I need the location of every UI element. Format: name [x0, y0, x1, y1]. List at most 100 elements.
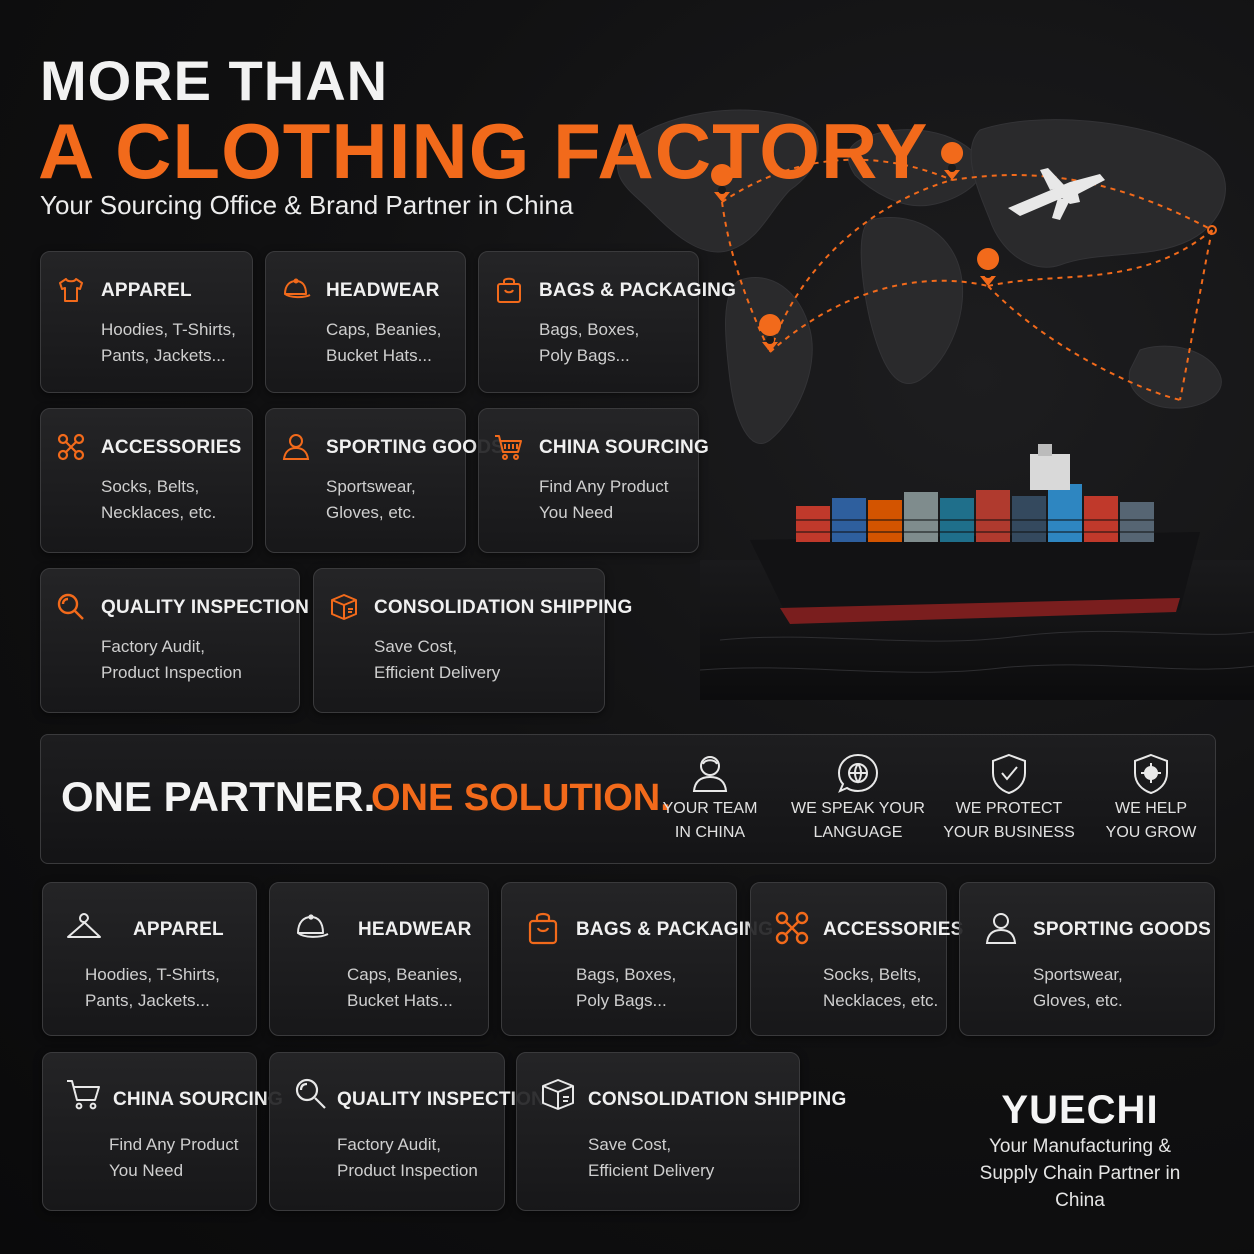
card-line: Poly Bags...	[576, 991, 667, 1010]
magnifier-icon	[292, 1075, 330, 1113]
card-title: ACCESSORIES	[101, 437, 242, 458]
card-line: Pants, Jackets...	[85, 991, 210, 1010]
partner-banner: ONE PARTNER. ONE SOLUTION. YOUR TEAM IN …	[40, 734, 1216, 864]
team-person-icon	[692, 756, 728, 792]
card-line: Product Inspection	[337, 1161, 478, 1180]
service-card-quality-inspection: QUALITY INSPECTION Factory Audit, Produc…	[40, 568, 309, 713]
card-line: Factory Audit,	[337, 1135, 441, 1154]
bag-icon	[493, 274, 525, 306]
card-line: Save Cost,	[374, 637, 458, 656]
brand-tagline: Your Manufacturing &	[988, 1136, 1172, 1157]
cargo-ship-illustration	[700, 444, 1254, 700]
cart-icon	[65, 1075, 103, 1113]
card-line: Factory Audit,	[101, 637, 205, 656]
card-line: Sportswear,	[1033, 965, 1123, 984]
headline-line2: A CLOTHING FACTORY	[38, 107, 929, 195]
growth-shield-icon	[1134, 753, 1168, 795]
card-line: Caps, Beanies,	[347, 965, 463, 984]
card-line: Hoodies, T-Shirts,	[101, 320, 236, 339]
card-title: BAGS & PACKAGING	[576, 919, 774, 940]
service-card-consolidation-shipping-2: CONSOLIDATION SHIPPING Save Cost, Effici…	[516, 1052, 846, 1211]
card-title: SPORTING GOODS	[326, 437, 505, 458]
card-line: You Need	[109, 1161, 184, 1180]
card-title: QUALITY INSPECTION	[101, 597, 310, 618]
card-line: Hoodies, T-Shirts,	[85, 965, 220, 984]
service-card-sporting-goods-2: SPORTING GOODS Sportswear, Gloves, etc.	[959, 882, 1215, 1036]
cart-icon	[493, 431, 525, 463]
feature-line: IN CHINA	[674, 824, 746, 841]
service-card-headwear: HEADWEAR Caps, Beanies, Bucket Hats...	[265, 251, 466, 393]
card-line: Sportswear,	[326, 477, 416, 496]
hanger-icon	[65, 909, 103, 947]
headline-subtitle: Your Sourcing Office & Brand Partner in …	[40, 190, 574, 220]
card-line: Product Inspection	[101, 663, 242, 682]
feature-grow: WE HELP YOU GROW	[1076, 751, 1226, 845]
card-line: Gloves, etc.	[326, 503, 416, 522]
feature-line: WE HELP	[1114, 800, 1187, 817]
shield-icon	[992, 753, 1026, 795]
cap-icon	[292, 909, 330, 947]
card-line: Bags, Boxes,	[539, 320, 640, 339]
service-card-bags-packaging-2: BAGS & PACKAGING Bags, Boxes, Poly Bags.…	[501, 882, 773, 1036]
card-title: HEADWEAR	[326, 280, 440, 301]
card-title: HEADWEAR	[358, 919, 472, 940]
card-line: Bags, Boxes,	[576, 965, 677, 984]
brand-block: YUECHI Your Manufacturing & Supply Chain…	[960, 1088, 1200, 1214]
feature-line: LANGUAGE	[813, 824, 903, 841]
world-map-illustration	[616, 109, 1226, 444]
person-icon	[280, 431, 312, 463]
card-line: Find Any Product	[109, 1135, 239, 1154]
card-title: SPORTING GOODS	[1033, 919, 1212, 940]
service-card-sporting-goods: SPORTING GOODS Sportswear, Gloves, etc.	[265, 408, 504, 553]
feature-language: WE SPEAK YOUR LANGUAGE	[783, 751, 933, 845]
feature-line: YOU GROW	[1105, 824, 1197, 841]
feature-line: WE PROTECT	[955, 800, 1063, 817]
scissors-icon	[55, 431, 87, 463]
bag-icon	[524, 909, 562, 947]
card-title: CONSOLIDATION SHIPPING	[374, 597, 633, 618]
cap-icon	[280, 274, 312, 306]
speech-globe-icon	[837, 753, 879, 793]
card-title: CHINA SOURCING	[539, 437, 709, 458]
card-line: Necklaces, etc.	[823, 991, 939, 1010]
feature-protect: WE PROTECT YOUR BUSINESS	[934, 751, 1084, 845]
tshirt-icon	[55, 274, 87, 306]
banner-title-white: ONE PARTNER.	[61, 773, 376, 820]
service-card-consolidation-shipping: CONSOLIDATION SHIPPING Save Cost, Effici…	[313, 568, 632, 713]
card-title: CONSOLIDATION SHIPPING	[588, 1089, 847, 1110]
card-line: You Need	[539, 503, 614, 522]
card-line: Efficient Delivery	[588, 1161, 715, 1180]
person-icon	[982, 909, 1020, 947]
service-card-china-sourcing: CHINA SOURCING Find Any Product You Need	[478, 408, 709, 553]
feature-team: YOUR TEAM IN CHINA	[635, 751, 785, 845]
card-line: Find Any Product	[539, 477, 669, 496]
card-line: Socks, Belts,	[823, 965, 922, 984]
card-line: Socks, Belts,	[101, 477, 200, 496]
card-line: Necklaces, etc.	[101, 503, 217, 522]
box-icon	[539, 1075, 577, 1113]
service-card-bags-packaging: BAGS & PACKAGING Bags, Boxes, Poly Bags.…	[478, 251, 736, 393]
scissors-icon	[773, 909, 811, 947]
card-title: BAGS & PACKAGING	[539, 280, 737, 301]
card-line: Caps, Beanies,	[326, 320, 442, 339]
feature-line: WE SPEAK YOUR	[791, 800, 925, 817]
service-card-apparel: APPAREL Hoodies, T-Shirts, Pants, Jacket…	[40, 251, 253, 393]
feature-line: YOUR BUSINESS	[943, 824, 1075, 841]
card-line: Pants, Jackets...	[101, 346, 226, 365]
card-line: Efficient Delivery	[374, 663, 501, 682]
service-card-accessories-2: ACCESSORIES Socks, Belts, Necklaces, etc…	[750, 882, 963, 1036]
service-card-quality-inspection-2: QUALITY INSPECTION Factory Audit, Produc…	[269, 1052, 545, 1211]
brand-name: YUECHI	[1001, 1088, 1159, 1132]
brand-tagline: Supply Chain Partner in China	[979, 1163, 1181, 1211]
service-card-china-sourcing-2: CHINA SOURCING Find Any Product You Need	[42, 1052, 283, 1211]
card-line: Gloves, etc.	[1033, 991, 1123, 1010]
box-icon	[328, 591, 360, 623]
card-line: Bucket Hats...	[347, 991, 453, 1010]
magnifier-icon	[55, 591, 87, 623]
feature-line: YOUR TEAM	[662, 800, 758, 817]
service-card-apparel-2: APPAREL Hoodies, T-Shirts, Pants, Jacket…	[42, 882, 257, 1036]
card-title: ACCESSORIES	[823, 919, 964, 940]
service-card-headwear-2: HEADWEAR Caps, Beanies, Bucket Hats...	[269, 882, 489, 1036]
service-card-accessories: ACCESSORIES Socks, Belts, Necklaces, etc…	[40, 408, 253, 553]
